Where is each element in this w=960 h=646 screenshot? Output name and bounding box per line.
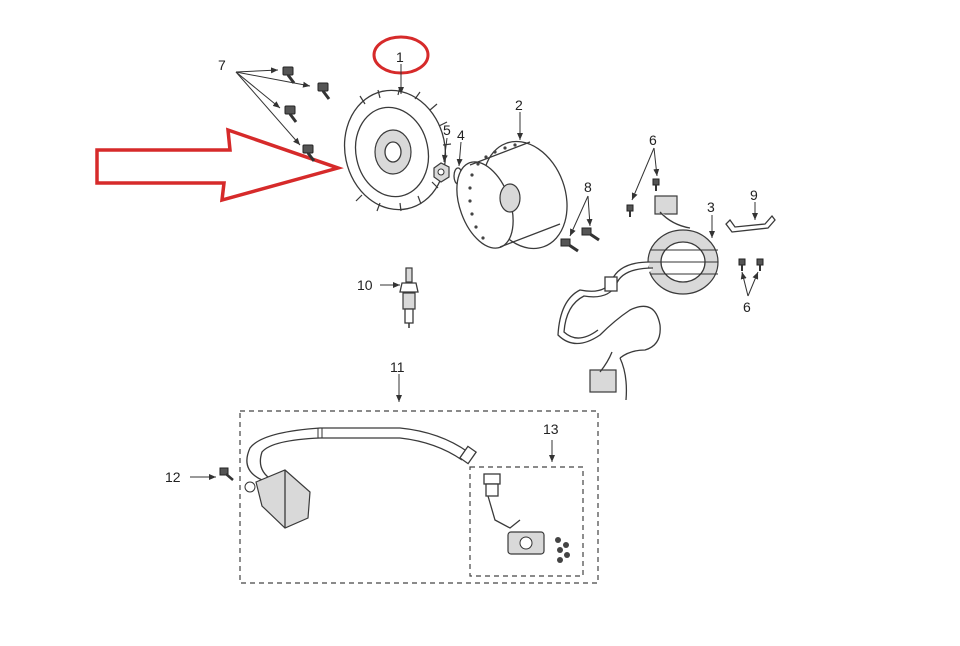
callout-2: 2: [515, 97, 523, 113]
bolt-7-group: [282, 66, 331, 162]
highlight-arrow: [95, 127, 344, 203]
callout-6-lower: 6: [743, 299, 751, 315]
bracket-9-part: [725, 214, 776, 233]
callout-10: 10: [357, 277, 373, 293]
callout-11: 11: [390, 359, 405, 375]
callout-7: 7: [218, 57, 226, 73]
group-box-11: [239, 410, 599, 584]
callout-9: 9: [750, 187, 758, 203]
ignition-coil-11-part: [244, 427, 478, 529]
spark-plug-10-part: [399, 267, 419, 328]
nut-5-part: [433, 162, 450, 183]
screw-12-part: [219, 467, 234, 481]
group-box-13: [469, 466, 584, 577]
callout-6-upper: 6: [649, 132, 657, 148]
callout-5: 5: [443, 122, 451, 138]
callout-12: 12: [165, 469, 181, 485]
callout-3: 3: [707, 199, 715, 215]
callout-8: 8: [584, 179, 592, 195]
flywheel-fan-part: [343, 86, 452, 212]
callout-13: 13: [543, 421, 559, 437]
callout-labels: 1 2 3 4 5 6 6 7 8 9 10 11 12 13: [165, 49, 758, 485]
rotor-drum-2-part: [456, 140, 568, 250]
callout-4: 4: [457, 127, 465, 143]
callout-1: 1: [396, 49, 404, 65]
plug-cap-13-part: [483, 473, 570, 563]
bolt-8-group: [560, 227, 600, 253]
screw-6-group: [626, 178, 764, 271]
stator-3-part: [557, 195, 719, 401]
